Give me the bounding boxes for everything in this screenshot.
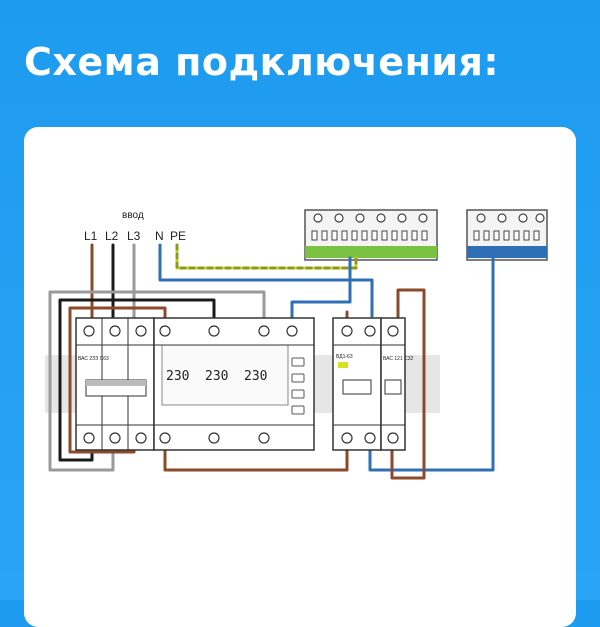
terminal-pe: PE bbox=[170, 229, 186, 243]
breaker-to-meter-black bbox=[58, 298, 216, 462]
meter-to-rcd-brown bbox=[163, 438, 349, 472]
neutral-busbar bbox=[466, 209, 548, 261]
input-caption: ввод bbox=[122, 210, 144, 221]
terminal-n: N bbox=[155, 229, 164, 243]
three-pole-breaker bbox=[75, 317, 155, 451]
breaker-1p-label: ВАС 121 С32 bbox=[383, 356, 414, 362]
single-pole-breaker bbox=[380, 317, 406, 451]
neutral-wire-out bbox=[368, 256, 495, 472]
rcd bbox=[332, 317, 382, 451]
breaker-out-brown bbox=[390, 288, 426, 480]
breaker-3p-label: ВАС 2ЗЗ С63 bbox=[78, 356, 109, 362]
pe-wire-stripe bbox=[175, 243, 358, 270]
terminal-l2: L2 bbox=[105, 229, 119, 243]
page-title: Схема подключения: bbox=[24, 40, 500, 84]
terminal-l3: L3 bbox=[127, 229, 141, 243]
meter-reading-2: 230 bbox=[205, 369, 228, 384]
rcd-label: ВД1-63 bbox=[336, 354, 353, 360]
pe-busbar bbox=[304, 209, 438, 261]
meter-reading-3: 230 bbox=[244, 369, 267, 384]
meter-reading-1: 230 bbox=[166, 369, 189, 384]
neutral-wire-meter bbox=[290, 256, 352, 320]
energy-meter bbox=[153, 317, 315, 451]
neutral-wire-in bbox=[158, 243, 374, 318]
terminal-l1: L1 bbox=[84, 229, 98, 243]
breaker-to-meter-grey bbox=[48, 290, 266, 472]
wiring-diagram: ввод L1 L2 L3 N PE 230 230 230 ВАС 2ЗЗ С… bbox=[45, 209, 548, 480]
